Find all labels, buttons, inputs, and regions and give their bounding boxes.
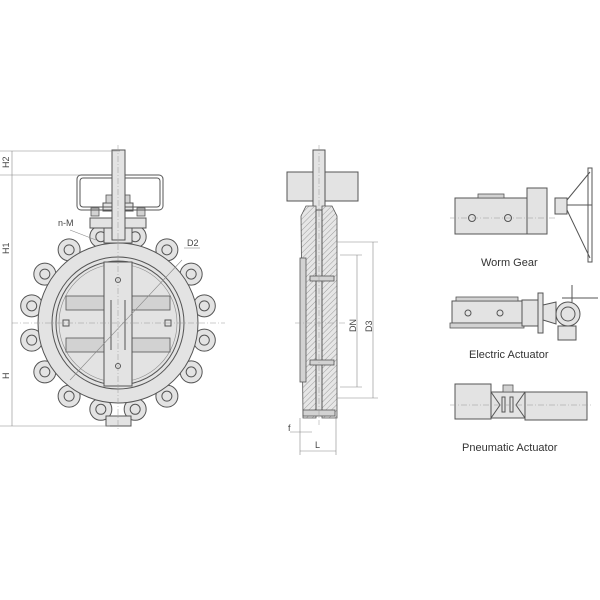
- bolt-hole: [63, 244, 75, 256]
- side-view: DN D3 f L: [286, 145, 378, 455]
- dim-bolts-label: n-M: [58, 218, 74, 228]
- bolt-hole: [95, 403, 107, 415]
- bolt-hole: [198, 300, 210, 312]
- bolt-hole: [161, 244, 173, 256]
- dim-h2-label: H2: [1, 156, 11, 168]
- bolt-hole: [198, 334, 210, 346]
- electric-actuator-diagram: Electric Actuator: [449, 285, 598, 361]
- bolt-hole: [39, 366, 51, 378]
- dim-h1-label: H1: [1, 242, 11, 254]
- bolt-hole: [185, 366, 197, 378]
- dim-d3-label: D3: [364, 320, 374, 332]
- bolt-hole: [161, 390, 173, 402]
- seat-liner: [299, 257, 307, 383]
- actuator-gearbox: [451, 300, 523, 324]
- dim-d2-label: D2: [187, 238, 199, 248]
- stem: [111, 149, 126, 241]
- electric-actuator-label: Electric Actuator: [469, 349, 549, 361]
- dim-f-label: f: [288, 423, 291, 433]
- front-view: H2 H1 H n-M D2: [0, 145, 225, 430]
- bolt-hole: [129, 403, 141, 415]
- pneumatic-actuator-diagram: Pneumatic Actuator: [450, 383, 592, 454]
- motor-housing: [555, 301, 581, 327]
- worm-gear-label: Worm Gear: [481, 257, 538, 269]
- bolt-hole: [63, 390, 75, 402]
- bottom-boss: [105, 415, 132, 427]
- worm-gear-diagram: Worm Gear: [450, 167, 593, 269]
- dim-l-label: L: [315, 440, 320, 450]
- dim-h-label: H: [1, 373, 11, 380]
- handwheel: [587, 167, 593, 263]
- pneumatic-actuator-label: Pneumatic Actuator: [462, 442, 558, 454]
- bolt-hole: [26, 334, 38, 346]
- bolt-hole: [39, 268, 51, 280]
- bolt-hole: [26, 300, 38, 312]
- cylinder-right: [524, 391, 588, 421]
- handwheel-spokes: [566, 171, 591, 259]
- dim-dn-label: DN: [348, 319, 358, 332]
- body-section-right: [321, 205, 338, 419]
- bolt-hole: [185, 268, 197, 280]
- gearbox: [454, 197, 528, 235]
- cylinder-left: [454, 383, 492, 420]
